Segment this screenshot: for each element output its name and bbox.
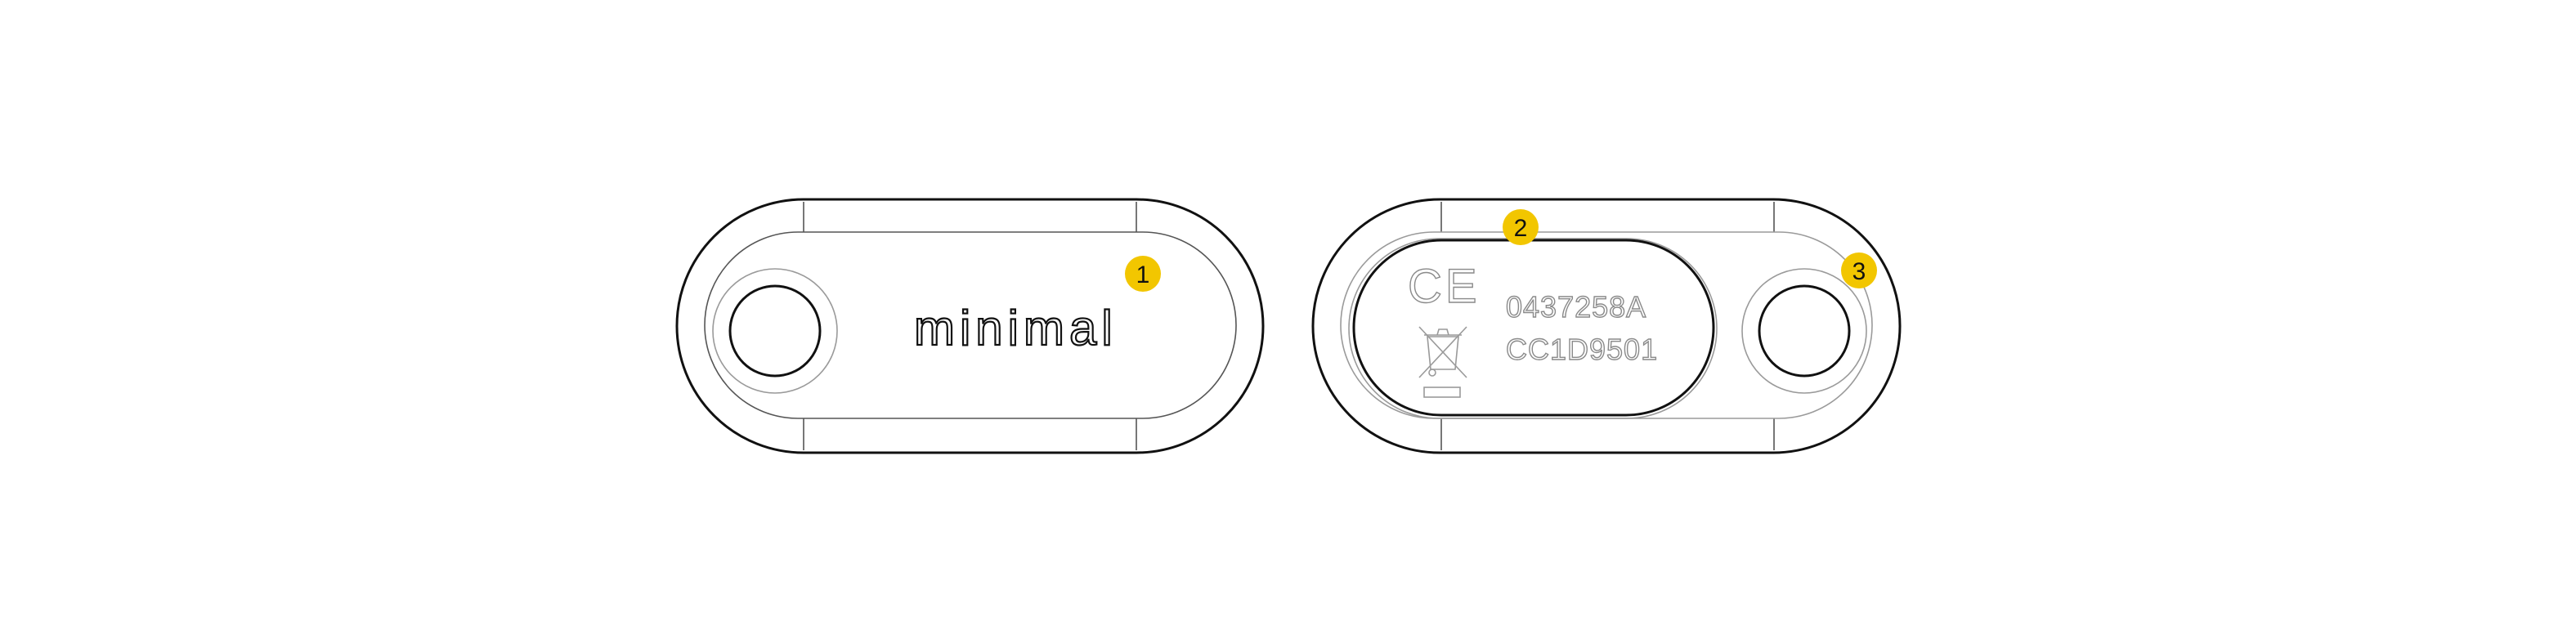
badge-2-label: 2 (1514, 215, 1528, 242)
front-view: minimal 1 (675, 198, 1265, 454)
badge-1-label: 1 (1136, 261, 1150, 288)
front-logo-text: minimal (914, 301, 1118, 355)
back-label-plate (1352, 239, 1715, 417)
front-ring-hole (728, 284, 822, 378)
badge-2-circle (1503, 209, 1539, 245)
badge-3: 3 (1841, 252, 1877, 288)
front-inner-face (704, 231, 1237, 419)
badge-3-label: 3 (1852, 258, 1866, 285)
back-view: CE 0437258A CC1D9501 2 3 (1311, 198, 1902, 454)
back-ring-hole (1758, 284, 1851, 378)
ce-mark-icon: CE (1408, 260, 1481, 313)
badge-2: 2 (1503, 209, 1539, 245)
front-ring-hole-halo (712, 268, 838, 394)
bin-underline-bar (1423, 387, 1461, 398)
badge-3-circle (1841, 252, 1877, 288)
bin-cross-b (1418, 326, 1467, 378)
front-outer-body (675, 198, 1265, 454)
code-line-1: 0437258A (1506, 290, 1646, 324)
bin-wheel (1428, 369, 1436, 377)
badge-1-circle (1125, 256, 1161, 292)
bin-handle (1436, 328, 1449, 336)
code-line-2: CC1D9501 (1506, 333, 1658, 366)
bin-body (1427, 336, 1459, 370)
back-ring-hole-halo (1741, 268, 1867, 394)
badge-1: 1 (1125, 256, 1161, 292)
weee-crossed-bin-icon (1418, 326, 1467, 398)
